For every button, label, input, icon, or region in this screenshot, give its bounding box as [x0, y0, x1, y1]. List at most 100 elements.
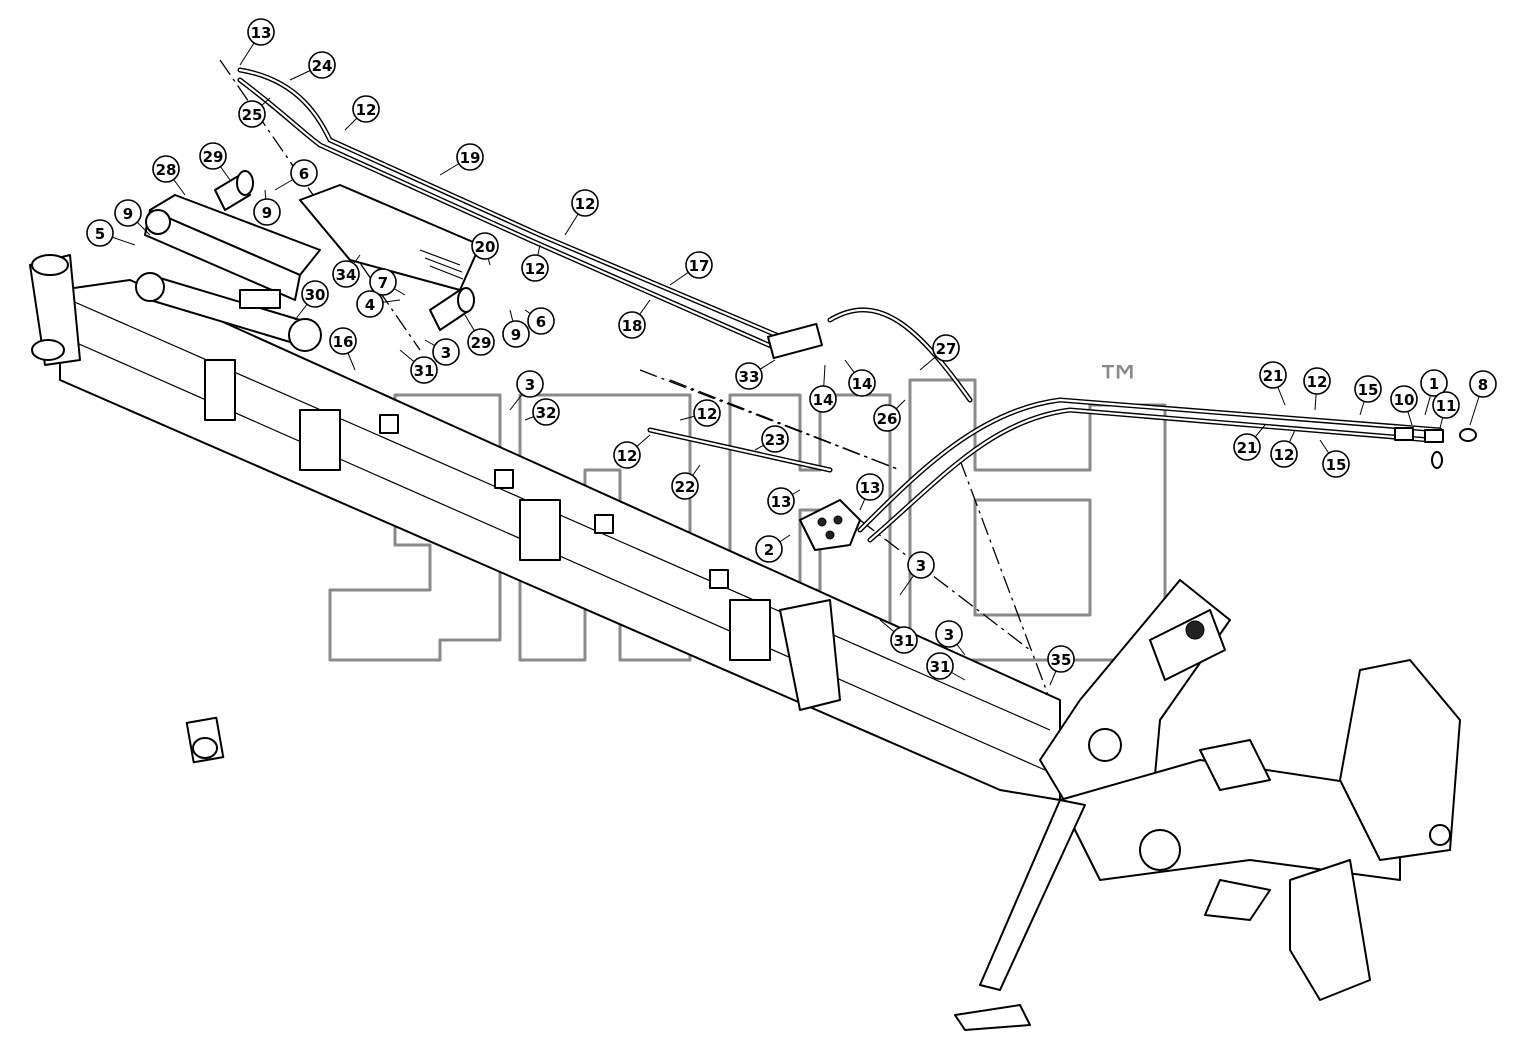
callout-12: 12: [613, 434, 651, 469]
callout-number: 2: [764, 541, 774, 559]
callout-circle: [1354, 375, 1382, 403]
callout-number: 31: [894, 632, 915, 650]
callout-20: 20: [471, 232, 499, 266]
callout-13: 13: [856, 473, 884, 511]
callout-circle: [761, 425, 789, 453]
callout-circle: [1270, 440, 1298, 468]
callout-circle: [1322, 450, 1350, 478]
callout-11: 11: [1432, 391, 1460, 429]
callout-number: 1: [1429, 375, 1439, 393]
callout-33: 33: [735, 359, 776, 390]
callout-number: 15: [1326, 456, 1347, 474]
callout-3: 3: [509, 370, 544, 411]
callout-circle: [1390, 385, 1418, 413]
callout-circle: [532, 398, 560, 426]
callout-number: 26: [877, 410, 898, 428]
callout-circle: [890, 626, 918, 654]
callout-23: 23: [754, 425, 789, 453]
callout-number: 20: [475, 238, 496, 256]
hoses: [237, 67, 1443, 543]
callout-number: 29: [471, 334, 492, 352]
callout-12: 12: [679, 399, 721, 427]
callout-circle: [369, 268, 397, 296]
callout-number: 21: [1237, 439, 1258, 457]
callout-circle: [114, 199, 142, 227]
callout-number: 7: [378, 274, 388, 292]
callout-number: 35: [1051, 651, 1072, 669]
headstock-frame: [1039, 579, 1461, 1001]
callout-34: 34: [332, 254, 361, 288]
callout-circle: [671, 472, 699, 500]
callout-circle: [907, 551, 935, 579]
callout-number: 3: [525, 376, 535, 394]
callout-number: 13: [771, 493, 792, 511]
callout-6: 6: [524, 307, 555, 335]
callout-22: 22: [671, 464, 701, 500]
callout-15: 15: [1354, 375, 1382, 416]
callout-number: 15: [1358, 381, 1379, 399]
callout-number: 32: [536, 404, 557, 422]
callout-circle: [352, 95, 380, 123]
callout-circle: [301, 280, 329, 308]
callout-circle: [809, 385, 837, 413]
callout-number: 17: [689, 257, 710, 275]
callout-27: 27: [919, 334, 960, 371]
callout-number: 18: [622, 317, 643, 335]
callout-circle: [1303, 367, 1331, 395]
callout-circle: [290, 159, 318, 187]
callout-circle: [471, 232, 499, 260]
callout-number: 24: [312, 57, 333, 75]
callout-10: 10: [1390, 385, 1418, 426]
callout-9: 9: [253, 189, 281, 226]
callout-number: 23: [765, 431, 786, 449]
callout-14: 14: [844, 359, 876, 397]
callout-circle: [935, 620, 963, 648]
callout-circle: [308, 51, 336, 79]
callout-12: 12: [1270, 429, 1298, 468]
callout-circle: [410, 356, 438, 384]
cylinder-cover-34: [299, 184, 481, 291]
callout-number: 12: [1274, 446, 1295, 464]
callout-16: 16: [329, 327, 357, 371]
hydraulic-cylinder: [135, 272, 322, 352]
callout-number: 29: [203, 148, 224, 166]
callout-circle: [685, 251, 713, 279]
callout-number: 21: [1263, 367, 1284, 385]
callout-number: 3: [944, 626, 954, 644]
callout-number: 12: [356, 101, 377, 119]
callout-circle: [848, 369, 876, 397]
callout-number: 12: [617, 447, 638, 465]
callout-35: 35: [1047, 645, 1075, 686]
callout-30: 30: [294, 280, 329, 321]
callout-circle: [152, 155, 180, 183]
callout-number: 9: [511, 326, 521, 344]
callout-circle: [1259, 361, 1287, 389]
callout-number: 6: [299, 165, 309, 183]
callout-number: 14: [813, 391, 834, 409]
callout-circle: [86, 219, 114, 247]
callout-circle: [432, 338, 460, 366]
callout-circle: [618, 311, 646, 339]
callout-number: 4: [365, 296, 375, 314]
stand-leg: [954, 799, 1086, 1031]
callout-circle: [1432, 391, 1460, 419]
callout-number: 9: [123, 205, 133, 223]
callout-number: 33: [739, 368, 760, 386]
callout-21: 21: [1259, 361, 1287, 406]
callout-circle: [502, 320, 530, 348]
callout-26: 26: [873, 399, 906, 432]
callout-number: 14: [852, 375, 873, 393]
callout-12: 12: [1303, 367, 1331, 411]
callout-circle: [693, 399, 721, 427]
callout-6: 6: [274, 159, 318, 191]
callout-14: 14: [809, 364, 837, 413]
callout-number: 13: [860, 479, 881, 497]
callout-3: 3: [424, 338, 460, 366]
callout-13: 13: [767, 487, 801, 515]
callout-number: 12: [525, 260, 546, 278]
callout-number: 5: [95, 225, 105, 243]
callout-18: 18: [618, 299, 651, 339]
valve-block: [767, 322, 861, 551]
callout-number: 16: [333, 333, 354, 351]
